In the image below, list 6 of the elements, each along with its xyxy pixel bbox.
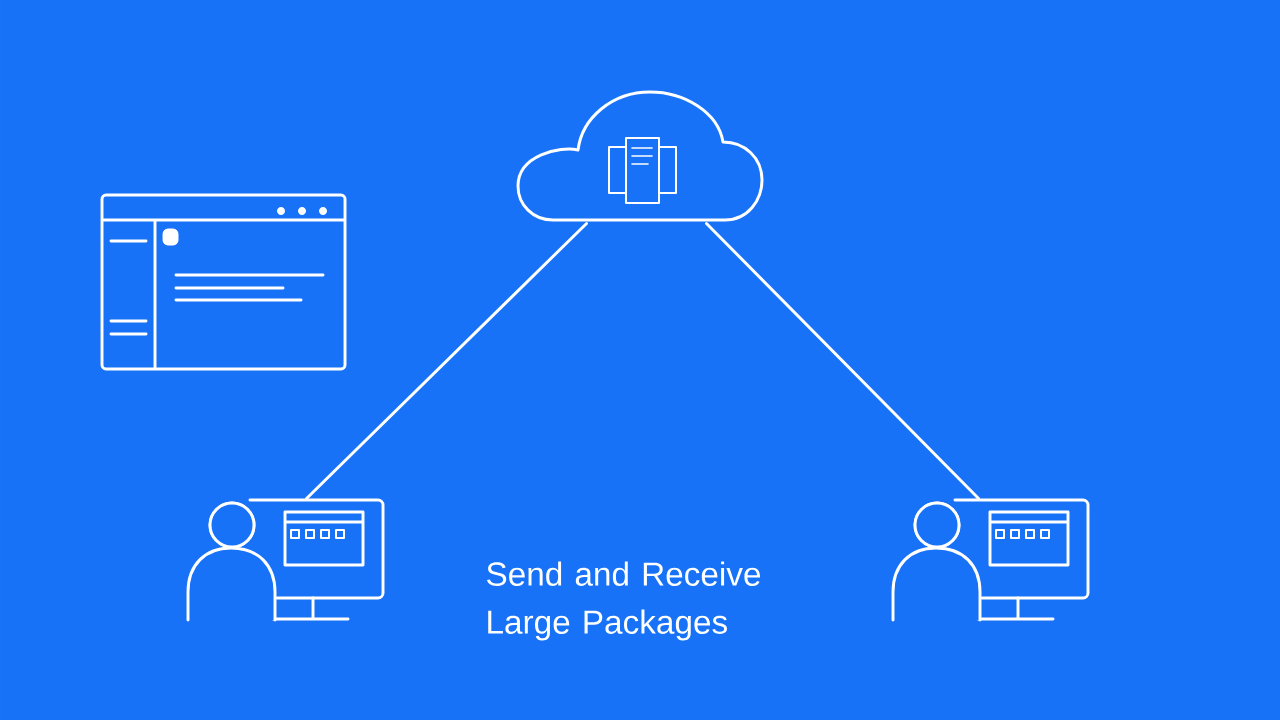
- connector-line: [705, 222, 980, 500]
- caption-text: Send and Receive Large Packages: [487, 561, 761, 641]
- person-at-monitor-drawing: [891, 498, 1090, 622]
- connector-line: [305, 222, 588, 500]
- cloud-drawing: [516, 90, 764, 222]
- person-at-monitor-drawing: [186, 498, 385, 622]
